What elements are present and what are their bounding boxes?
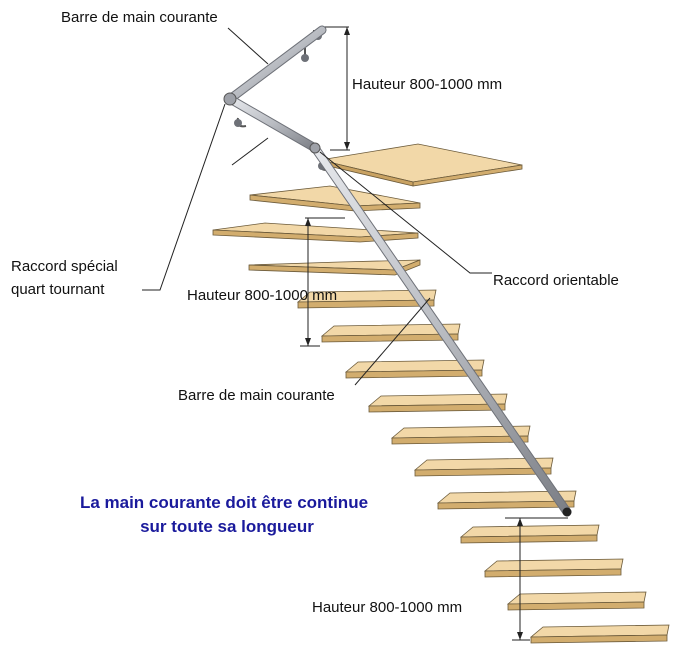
tread-straight-1 bbox=[296, 289, 437, 309]
leader-lines bbox=[142, 27, 492, 386]
quarter-turn-joint bbox=[223, 92, 237, 106]
tread-winder-1 bbox=[249, 185, 421, 212]
tread-straight-9 bbox=[483, 558, 624, 578]
tread-straight-8 bbox=[459, 524, 600, 544]
tread-straight-10 bbox=[506, 591, 647, 611]
height-dimension-mid bbox=[300, 217, 345, 347]
tread-straight-2 bbox=[320, 323, 461, 343]
tread-straight-6 bbox=[413, 457, 554, 477]
height-dimension-bottom bbox=[505, 517, 568, 641]
tread-straight-5 bbox=[390, 425, 531, 445]
label-special-fitting-line1: Raccord spécial bbox=[11, 258, 118, 275]
note-line-2: sur toute sa longueur bbox=[140, 517, 314, 536]
tread-straight-11 bbox=[529, 624, 670, 644]
label-handrail-mid: Barre de main courante bbox=[178, 387, 335, 404]
label-height-bottom: Hauteur 800-1000 mm bbox=[312, 599, 462, 616]
label-special-fitting-line2: quart tournant bbox=[11, 281, 105, 298]
tread-straight-4 bbox=[367, 393, 508, 413]
tread-straight-3 bbox=[344, 359, 485, 379]
tread-winder-2 bbox=[212, 222, 419, 243]
straight-treads bbox=[296, 289, 670, 644]
label-height-top: Hauteur 800-1000 mm bbox=[352, 76, 502, 93]
note-line-1: La main courante doit être continue bbox=[80, 493, 368, 512]
handrail bbox=[223, 25, 572, 517]
label-swivel-fitting: Raccord orientable bbox=[493, 272, 619, 289]
swivel-joint bbox=[309, 142, 321, 154]
label-handrail-top: Barre de main courante bbox=[61, 9, 218, 26]
height-dimension-top bbox=[322, 26, 350, 151]
wall-bracket-corner bbox=[234, 117, 247, 128]
tread-straight-7 bbox=[436, 490, 577, 510]
rail-end-cap bbox=[562, 507, 572, 517]
tread-landing bbox=[319, 143, 523, 187]
label-height-mid: Hauteur 800-1000 mm bbox=[187, 287, 337, 304]
